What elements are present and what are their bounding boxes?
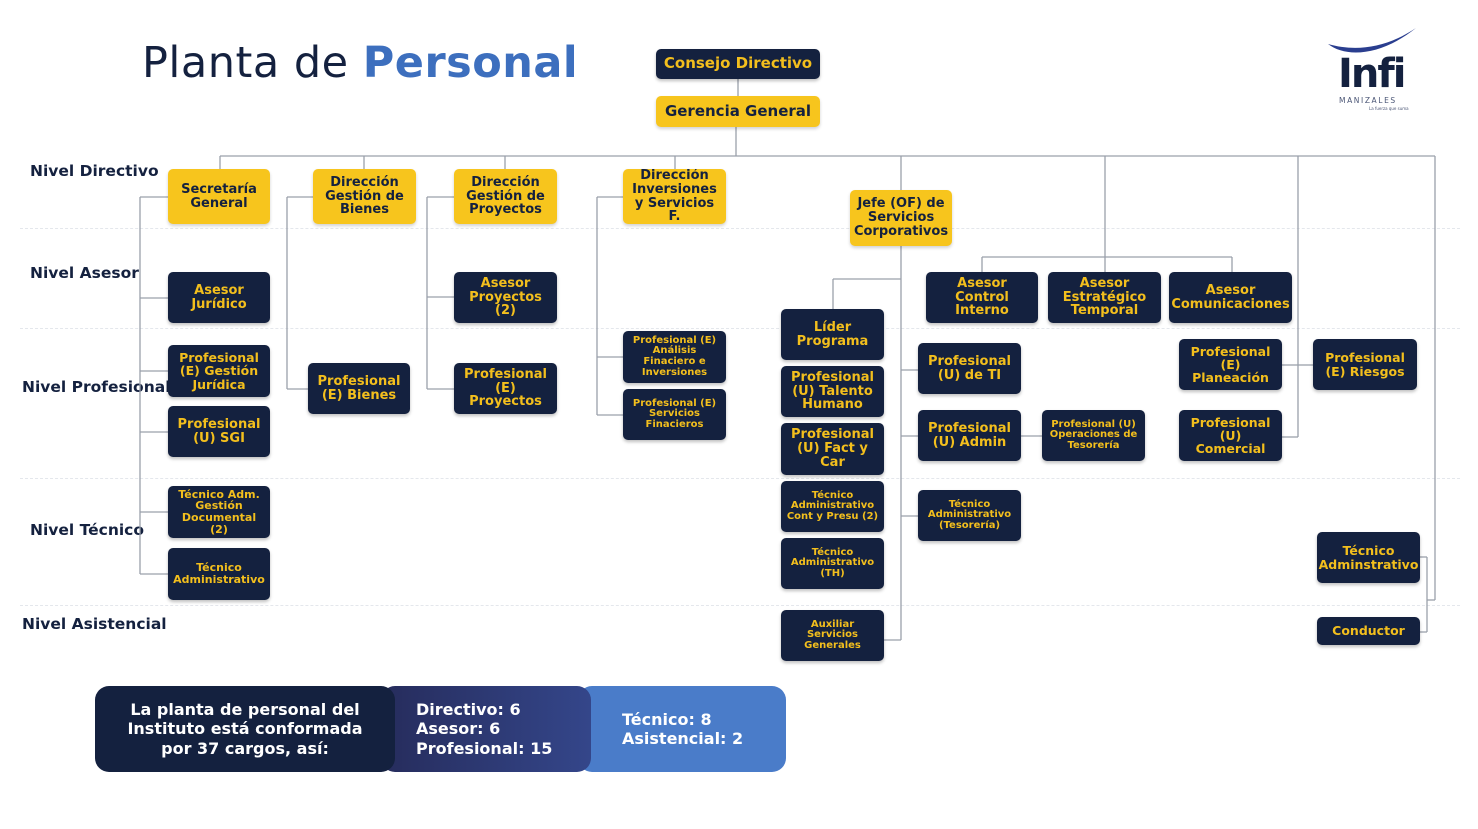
- logo-city: MANIZALES: [1339, 96, 1397, 105]
- box-asesor-proyectos: Asesor Proyectos (2): [454, 272, 557, 323]
- box-prof-bienes: Profesional (E) Bienes: [308, 363, 410, 414]
- summary-profesional: Profesional: 15: [416, 738, 553, 758]
- box-asesor-juridico: Asesor Jurídico: [168, 272, 270, 323]
- box-prof-sgi: Profesional (U) SGI: [168, 406, 270, 457]
- box-prof-planeacion: Profesional (E) Planeación: [1179, 339, 1282, 390]
- box-prof-talento-humano: Profesional (U) Talento Humano: [781, 366, 884, 417]
- summary-counts-1: Directivo: 6 Asesor: 6 Profesional: 15: [381, 686, 591, 772]
- summary-intro: La planta de personal del Instituto está…: [95, 686, 395, 772]
- summary-counts-2: Técnico: 8 Asistencial: 2: [578, 686, 786, 772]
- box-asesor-comunicaciones: Asesor Comunicaciones: [1169, 272, 1292, 323]
- box-direccion-inversiones: Dirección Inversiones y Servicios F.: [623, 169, 726, 224]
- box-prof-operaciones-tesoreria: Profesional (U) Operaciones de Tesorería: [1042, 410, 1145, 461]
- box-lider-programa: Líder Programa: [781, 309, 884, 360]
- level-asesor: Nivel Asesor: [30, 264, 139, 282]
- box-consejo-directivo: Consejo Directivo: [656, 49, 820, 79]
- summary-directivo: Directivo: 6: [416, 699, 521, 719]
- title-accent: Personal: [362, 38, 579, 88]
- level-divider: [20, 328, 1460, 329]
- logo-swoosh-icon: [1328, 28, 1416, 53]
- box-prof-ti: Profesional (U) de TI: [918, 343, 1021, 394]
- summary-tecnico: Técnico: 8: [622, 709, 712, 729]
- box-secretaria-general: Secretaría General: [168, 169, 270, 224]
- box-prof-admin: Profesional (U) Admin: [918, 410, 1021, 461]
- box-tec-administrativo-gerencia: Técnico Adminstrativo: [1317, 532, 1420, 583]
- box-jefe-servicios-corporativos: Jefe (OF) de Servicios Corporativos: [850, 190, 952, 246]
- level-divider: [20, 605, 1460, 606]
- box-asesor-control-interno: Asesor Control Interno: [926, 272, 1038, 323]
- box-prof-fact-car: Profesional (U) Fact y Car: [781, 423, 884, 475]
- page-title: Planta de Personal: [142, 38, 578, 88]
- box-prof-servicios-financieros: Profesional (E) Servicios Finacieros: [623, 389, 726, 440]
- summary-asesor: Asesor: 6: [416, 719, 501, 739]
- box-prof-proyectos: Profesional (E) Proyectos: [454, 363, 557, 414]
- box-tec-administrativo-sg: Técnico Administrativo: [168, 548, 270, 600]
- title-prefix: Planta de: [142, 38, 363, 88]
- level-divider: [20, 478, 1460, 479]
- box-auxiliar-servicios-generales: Auxiliar Servicios Generales: [781, 610, 884, 661]
- level-divider: [20, 228, 1460, 229]
- box-conductor: Conductor: [1317, 617, 1420, 645]
- box-asesor-estrategico: Asesor Estratégico Temporal: [1048, 272, 1161, 323]
- summary-intro-text: La planta de personal del Instituto está…: [127, 699, 363, 758]
- box-prof-riesgos: Profesional (E) Riesgos: [1313, 339, 1417, 390]
- level-tecnico: Nivel Técnico: [30, 521, 145, 539]
- box-direccion-bienes: Dirección Gestión de Bienes: [313, 169, 416, 224]
- box-tec-tesoreria: Técnico Administrativo (Tesorería): [918, 490, 1021, 541]
- summary-asistencial: Asistencial: 2: [622, 729, 744, 748]
- box-tec-gestion-documental: Técnico Adm. Gestión Documental (2): [168, 486, 270, 538]
- infi-logo: Infi MANIZALES La fuerza que suma: [1326, 26, 1421, 114]
- box-direccion-proyectos: Dirección Gestión de Proyectos: [454, 169, 557, 224]
- box-tec-cont-presu: Técnico Administrativo Cont y Presu (2): [781, 481, 884, 532]
- logo-tagline: La fuerza que suma: [1369, 106, 1409, 111]
- box-gerencia-general: Gerencia General: [656, 96, 820, 127]
- box-prof-gestion-juridica: Profesional (E) Gestión Jurídica: [168, 345, 270, 397]
- box-prof-comercial: Profesional (U) Comercial: [1179, 410, 1282, 461]
- logo-wordmark: Infi: [1338, 51, 1406, 97]
- box-prof-analisis-financiero: Profesional (E) Análisis Finaciero e Inv…: [623, 331, 726, 383]
- box-tec-administrativo-th: Técnico Administrativo (TH): [781, 538, 884, 589]
